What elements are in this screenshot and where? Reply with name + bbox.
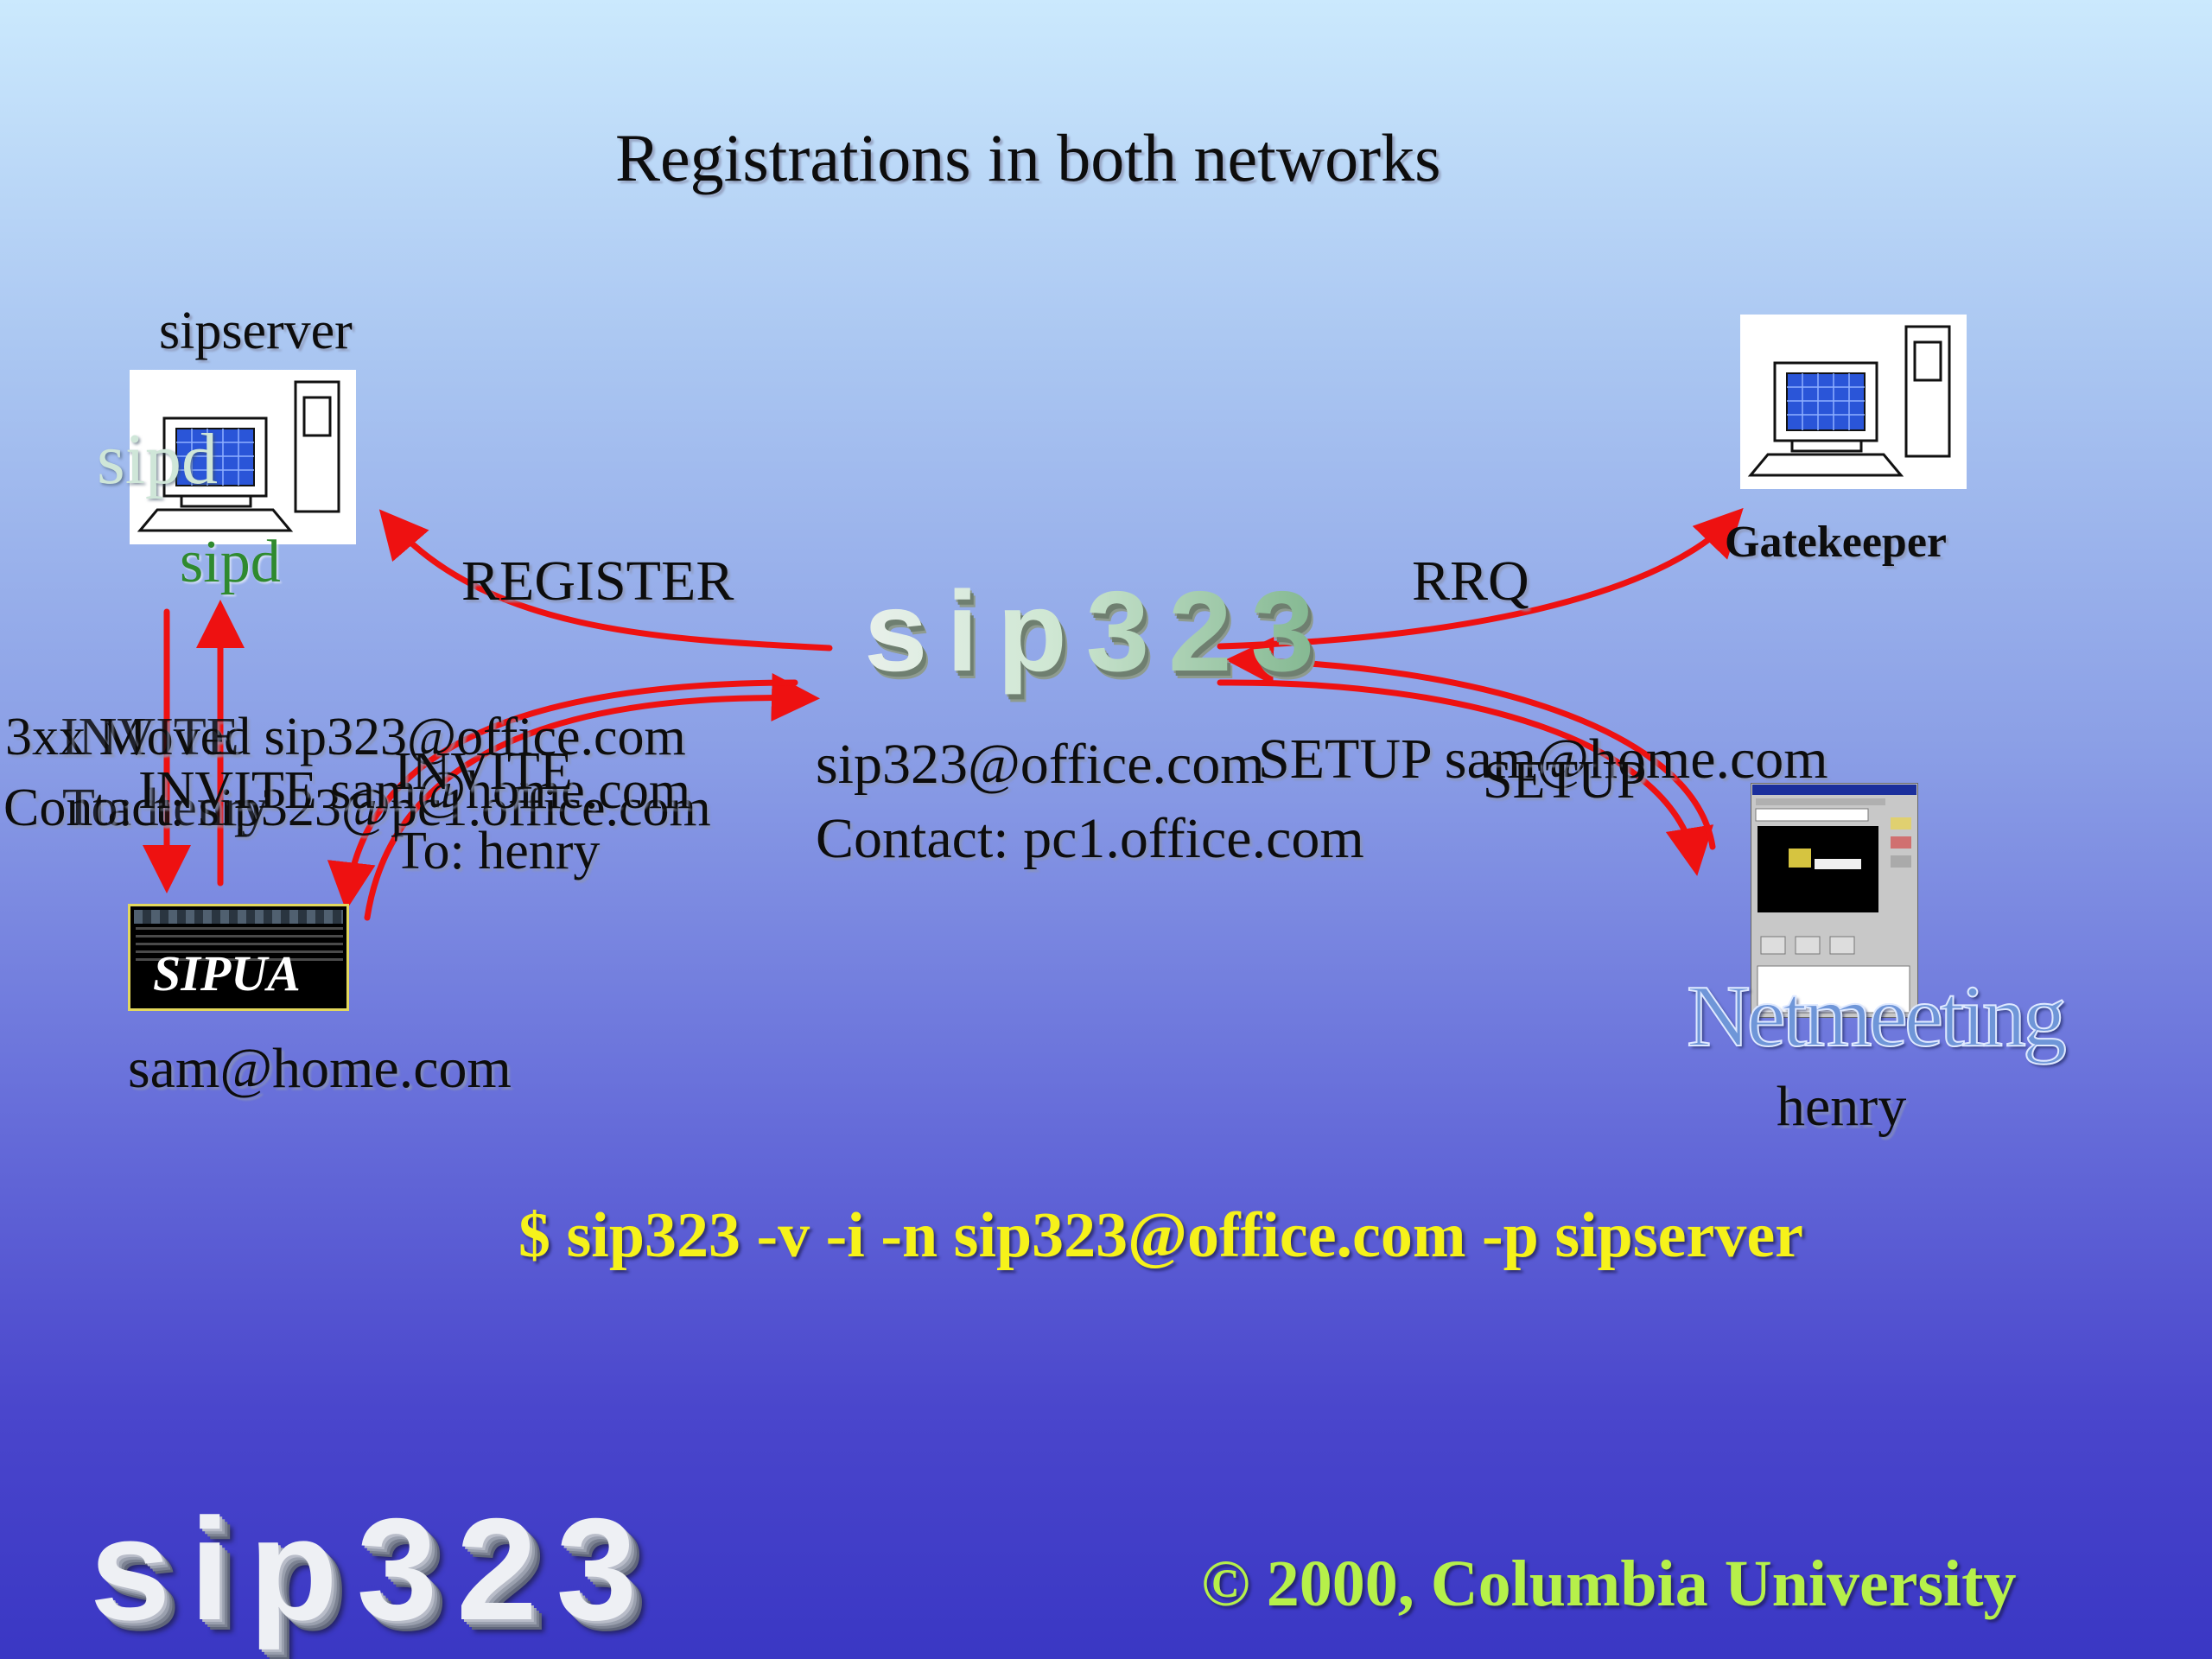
command-line: $ sip323 -v -i -n sip323@office.com -p s… — [518, 1200, 1804, 1271]
setup-overlay-label: SETUP — [1483, 751, 1647, 810]
slide-title: Registrations in both networks — [615, 120, 1441, 195]
sipd-ghost-label: sipd — [97, 419, 219, 499]
invite-mid-label: INVITE — [394, 742, 573, 801]
invite-overlay-label: INVITE — [60, 708, 239, 766]
sipua-label: SIPUA — [153, 945, 301, 1001]
sipua-text-lines — [136, 927, 343, 962]
setup-label: SETUP sam@home.com — [1258, 728, 1828, 791]
center-contact: Contact: pc1.office.com — [816, 807, 1364, 870]
sipserver-label: sipserver — [159, 302, 353, 360]
sipua-window: SIPUA — [128, 904, 349, 1011]
invite-arrow-up — [364, 673, 820, 921]
netmeeting-window-icon — [1751, 783, 1918, 1018]
invite-sam-label: INVITE sam@home.com — [138, 761, 691, 820]
center-address: sip323@office.com — [816, 733, 1265, 796]
moved-response-label: 3xx Moved sip323@office.com — [5, 708, 686, 766]
henry-label: henry — [1777, 1075, 1907, 1138]
setup-reply-arrow — [1225, 636, 1716, 850]
sipd-label: sipd — [180, 529, 281, 595]
invite-arrow-down — [327, 679, 798, 911]
sam-address: sam@home.com — [128, 1037, 512, 1100]
gatekeeper-computer-icon — [1740, 315, 1967, 489]
rrq-arrow — [1217, 507, 1744, 650]
sip323-center-logo: sip323 — [864, 568, 1333, 695]
sip323-footer-logo: sip323 — [90, 1488, 657, 1650]
register-arrow — [378, 509, 833, 652]
setup-arrow — [1217, 679, 1714, 876]
moved-contact-label: Contact: sip323@pc1.office.com — [3, 779, 711, 837]
register-label: REGISTER — [461, 550, 734, 613]
copyright: © 2000, Columbia University — [1201, 1548, 2017, 1620]
gatekeeper-label: Gatekeeper — [1725, 518, 1948, 567]
to-henry-label: To: henry — [394, 822, 601, 880]
sipua-menu-bar — [134, 910, 343, 924]
to-henry-overlay-label: To: henry — [62, 779, 269, 837]
sipserver-computer-icon — [130, 370, 356, 544]
netmeeting-logo: Netmeeting — [1686, 967, 2068, 1066]
rrq-label: RRQ — [1412, 550, 1529, 613]
